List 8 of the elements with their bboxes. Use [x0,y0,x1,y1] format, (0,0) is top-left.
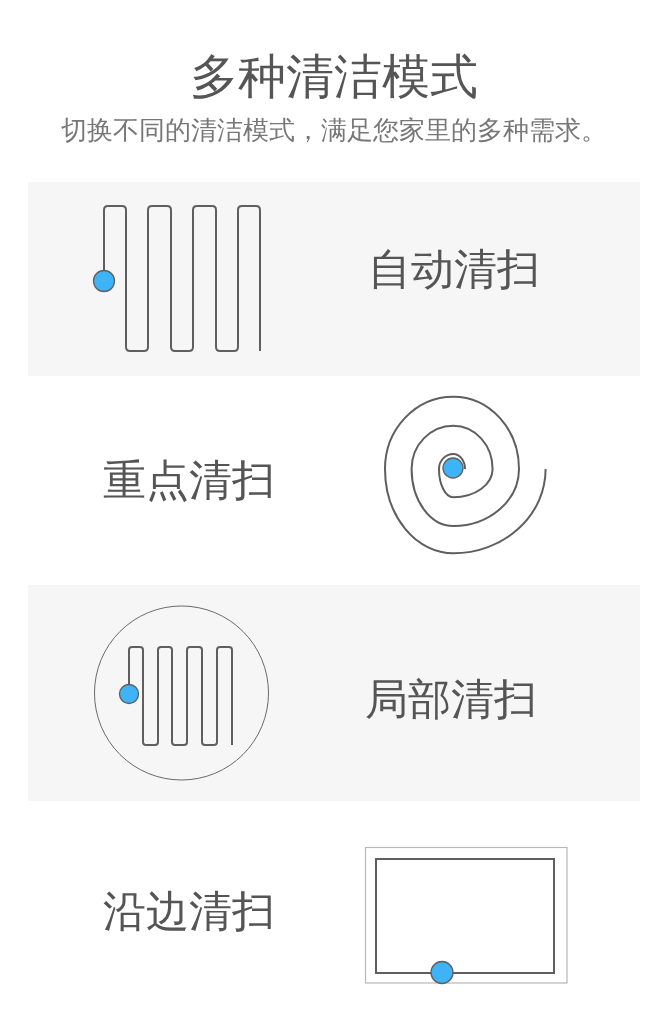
mode-name: 局部清扫 [365,674,537,726]
mode-name: 自动清扫 [368,244,540,296]
mode-name: 重点清扫 [103,455,275,507]
page-title: 多种清洁模式 [190,48,478,106]
subtitle: 切换不同的清洁模式，满足您家里的多种需求。 [61,115,607,147]
mode-band [28,182,640,376]
mode-band [28,585,640,801]
mode-name: 沿边清扫 [103,886,275,938]
